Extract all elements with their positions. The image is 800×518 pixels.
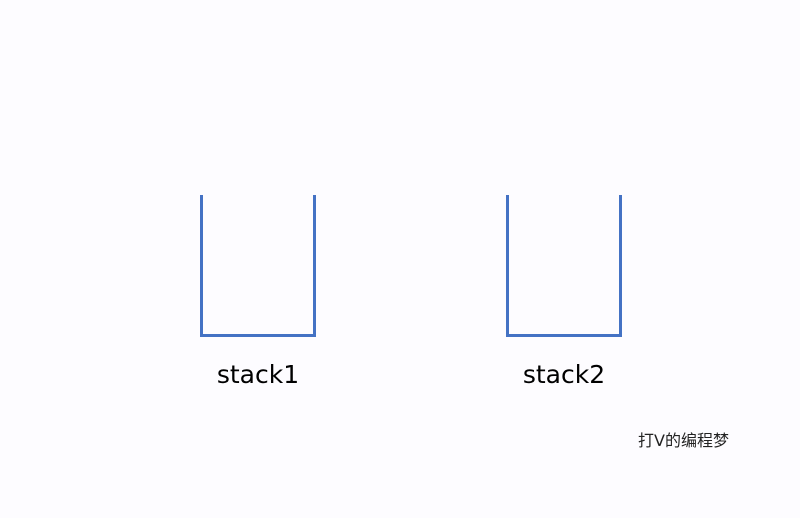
- stack2-container: [506, 195, 622, 337]
- stack1-label: stack1: [216, 360, 300, 389]
- stack2-label: stack2: [522, 360, 606, 389]
- stack1-container: [200, 195, 316, 337]
- watermark-text: 打V的编程梦: [638, 431, 729, 450]
